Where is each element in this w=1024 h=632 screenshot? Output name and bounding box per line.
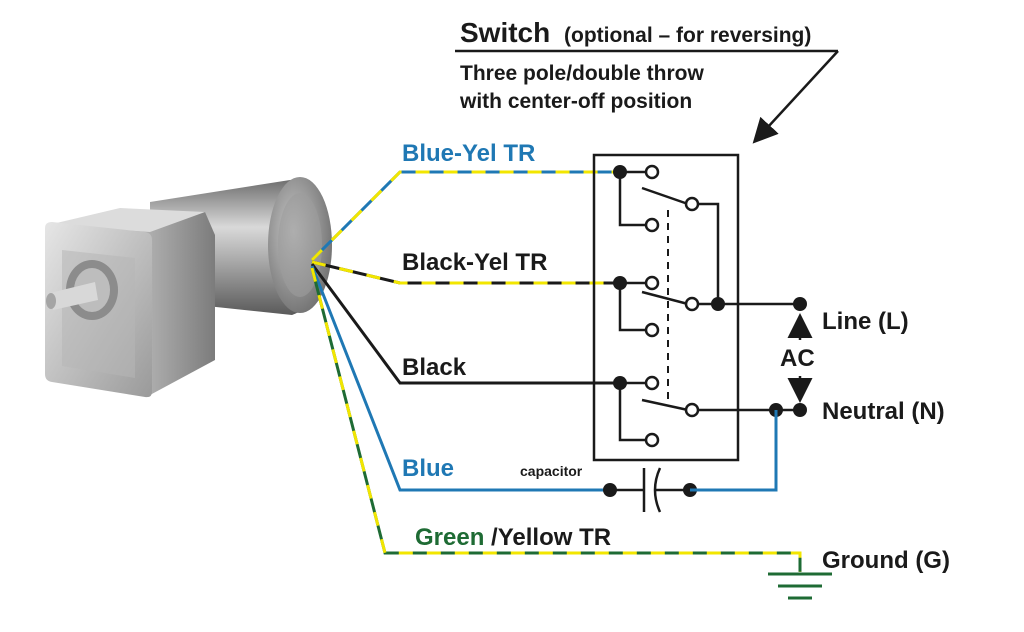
switch-desc-line2: with center-off position xyxy=(459,90,692,113)
switch-internals xyxy=(618,170,800,442)
svg-text:Green /Yellow TR: Green /Yellow TR xyxy=(415,524,611,551)
wire-blue-yel-tr xyxy=(310,170,618,262)
label-capacitor: capacitor xyxy=(520,463,583,479)
svg-text:Switch (optional – for rev: Switch (optional – for reversing) xyxy=(460,17,811,48)
ground-symbol xyxy=(768,572,832,600)
label-black-yel-tr: Black-Yel TR xyxy=(402,249,547,276)
gear-motor-image xyxy=(45,177,332,398)
label-ground: Ground (G) xyxy=(822,547,950,574)
label-black: Black xyxy=(402,354,467,381)
wire-black xyxy=(310,263,620,385)
label-yellow-tr: /Yellow TR xyxy=(491,524,611,551)
switch-callout xyxy=(455,49,839,144)
switch-desc-line1: Three pole/double throw xyxy=(460,62,705,85)
switch-qualifier: (optional – for reversing) xyxy=(564,24,811,47)
switch-box xyxy=(592,153,740,462)
label-neutral: Neutral (N) xyxy=(822,398,945,425)
wire-blue xyxy=(310,265,610,492)
label-ac: AC xyxy=(780,345,815,372)
switch-title: Switch xyxy=(460,17,550,48)
wire-green-yellow-tr xyxy=(310,267,802,572)
wire-black-yel-tr xyxy=(311,260,620,285)
switch-contacts xyxy=(644,164,700,448)
label-green: Green xyxy=(415,524,484,551)
capacitor-symbol xyxy=(610,467,690,513)
label-blue-yel-tr: Blue-Yel TR xyxy=(402,140,535,167)
label-line: Line (L) xyxy=(822,308,909,335)
label-blue: Blue xyxy=(402,455,454,482)
wire-capacitor-to-neutral xyxy=(690,410,778,492)
